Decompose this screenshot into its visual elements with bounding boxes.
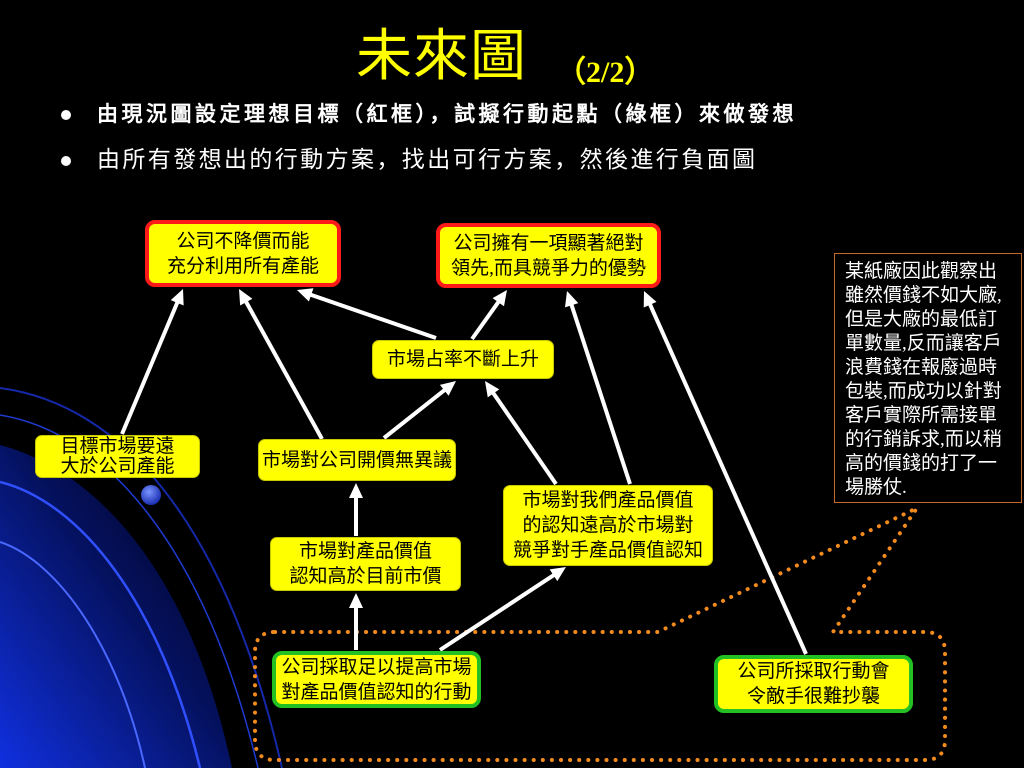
box-line: 大於公司產能 [60, 455, 175, 477]
goal-box-full-capacity: 公司不降價而能 充分利用所有產能 [145, 220, 341, 287]
arrow-value-vs-competitors-to-competitive-advantage [565, 291, 632, 485]
bullet-text: 由所有發想出的行動方案，找出可行方案，然後進行負面圖 [97, 147, 758, 172]
arrow-head [170, 289, 184, 306]
box-line: 公司採取足以提高市場 [281, 656, 472, 678]
callout-line: 場勝仗. [845, 477, 907, 498]
blue-swoosh-curve [0, 387, 283, 768]
callout-line: 單數量,反而讓客戶 [845, 333, 1002, 354]
arrow-shaft [490, 390, 558, 486]
arrow-hard-to-copy-to-competitive-advantage [643, 291, 808, 655]
box-line: 公司所採取行動會 [737, 661, 890, 682]
arrow-price-accepted-to-market-share [382, 381, 456, 440]
box-value-above-price: 市場對產品價值 認知高於目前市價 [270, 537, 461, 591]
box-line: 市場占率不斷上升 [386, 349, 539, 370]
callout-line: 雖然價錢不如大廠, [845, 285, 1002, 306]
blue-swoosh-curve [0, 541, 146, 768]
box-line: 公司不降價而能 [176, 230, 310, 252]
action-box-hard-to-copy: 公司所採取行動會 令敵手很難抄襲 [714, 655, 913, 713]
arrow-price-accepted-to-full-capacity [239, 289, 324, 440]
arrow-group [120, 288, 808, 655]
goal-box-competitive-advantage: 公司擁有一項顯著絕對 領先,而具競爭力的優勢 [436, 223, 661, 288]
arrow-shaft [382, 387, 448, 440]
box-line: 公司擁有一項顯著絕對 [453, 232, 644, 254]
arrow-value-vs-competitors-to-market-share [485, 381, 558, 486]
arrow-head [349, 483, 363, 498]
arrow-raise-value-to-value-above-price [349, 593, 363, 650]
arrow-head [549, 567, 566, 582]
box-line: 充分利用所有產能 [166, 255, 319, 277]
arrow-value-above-price-to-price-accepted [349, 483, 363, 536]
arrow-shaft [647, 302, 808, 655]
callout-line: 浪費錢在報廢過時 [845, 357, 998, 378]
box-line: 市場對我們產品價值 [522, 490, 694, 511]
box-line: 領先,而具競爭力的優勢 [451, 257, 646, 279]
slide-title: 未來圖 [356, 24, 527, 87]
callout-line: 客戶實際所需接單 [845, 405, 998, 426]
box-line: 市場對產品價值 [298, 541, 432, 562]
arrow-shaft [470, 299, 502, 341]
arrow-head [239, 289, 253, 306]
arrow-market-share-to-full-capacity [297, 288, 437, 340]
box-line: 目標市場要遠 [60, 435, 175, 457]
blue-swoosh-curve [0, 480, 202, 768]
box-line: 的認知遠高於市場對 [522, 515, 694, 536]
box-line: 認知高於目前市價 [289, 566, 442, 587]
box-line: 對產品價值認知的行動 [281, 681, 472, 703]
box-line: 市場對公司開價無異議 [261, 449, 452, 471]
arrow-head [485, 381, 500, 398]
slide-title-page-indicator: （2/2） [556, 56, 655, 89]
arrow-shaft [308, 292, 437, 340]
blue-swoosh-fill [0, 445, 232, 768]
bullet-dot [61, 110, 71, 120]
box-market-share-rising: 市場占率不斷上升 [372, 340, 554, 379]
arrow-shaft [569, 302, 632, 485]
arrow-head [492, 290, 507, 307]
arrow-shaft [120, 300, 180, 435]
arrow-target-market-to-full-capacity [120, 289, 184, 435]
blue-swoosh-curve [0, 414, 259, 768]
box-line: 競爭對手產品價值認知 [512, 540, 703, 561]
box-line: 令敵手很難抄襲 [746, 686, 880, 707]
callout-line: 包裝,而成功以針對 [845, 381, 1002, 402]
box-target-market-size: 目標市場要遠 大於公司產能 [35, 435, 200, 478]
arrow-shaft [243, 299, 324, 440]
callout-line: 的行銷訴求,而以稍 [845, 429, 1002, 450]
arrow-head [349, 593, 363, 608]
arrow-head [297, 288, 314, 302]
bullet-dot [61, 156, 71, 166]
box-value-vs-competitors: 市場對我們產品價值 的認知遠高於市場對 競爭對手產品價值認知 [503, 485, 713, 566]
bullet-text: 由現況圖設定理想目標（紅框），試擬行動起點（綠框）來做發想 [97, 103, 797, 126]
arrow-shaft [438, 572, 557, 652]
dotted-callout-outline [253, 506, 947, 762]
action-box-raise-value: 公司採取足以提高市場 對產品價值認知的行動 [272, 651, 481, 708]
arrow-raise-value-to-value-vs-competitors [438, 567, 566, 652]
callout-paper-mill-example: 某紙廠因此觀察出 雖然價錢不如大廠, 但是大廠的最低訂 單數量,反而讓客戶 浪費… [834, 253, 1022, 503]
arrow-head [439, 381, 456, 396]
arrow-market-share-to-competitive-advantage [470, 290, 507, 341]
blue-orb [141, 485, 161, 505]
callout-line: 高的價錢的打了一 [845, 453, 998, 474]
callout-line: 某紙廠因此觀察出 [845, 261, 998, 282]
arrow-head [643, 291, 657, 308]
box-price-accepted: 市場對公司開價無異議 [258, 439, 456, 481]
callout-line: 但是大廠的最低訂 [845, 309, 998, 330]
arrow-head [565, 291, 579, 308]
